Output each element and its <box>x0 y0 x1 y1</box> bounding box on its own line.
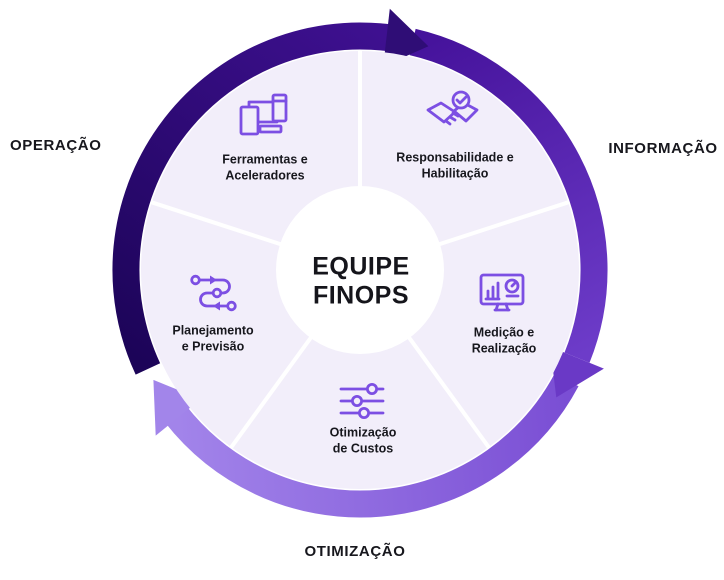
arrowhead-bottom-left-icon <box>153 379 201 436</box>
route-icon <box>190 274 237 312</box>
outer-label-informacao: INFORMAÇÃO <box>608 140 718 157</box>
segment-label-line: e Previsão <box>181 339 245 353</box>
segment-label-line: Otimização <box>329 425 397 440</box>
arrowhead-bottom-right-icon <box>550 346 604 398</box>
segment-label-line: Medição e <box>473 325 535 340</box>
devices-icon <box>239 93 288 136</box>
arc-operacao <box>112 22 391 375</box>
segment-label-otimizacao: Otimização de Custos <box>283 425 443 457</box>
segment-label-line: Habilitação <box>421 166 489 180</box>
segment-label-line: Ferramentas e <box>222 152 308 167</box>
segment-label-line: de Custos <box>332 441 394 455</box>
outer-label-otimizacao: OTIMIZAÇÃO <box>304 543 406 560</box>
arc-otimizacao <box>164 373 579 518</box>
center-title-line1: EQUIPE <box>312 252 410 281</box>
segment-label-line: Planejamento <box>172 323 254 338</box>
segment-label-line: Aceleradores <box>225 168 305 182</box>
arc-informacao <box>409 28 608 363</box>
segment-label-responsabilidade: Responsabilidade e Habilitação <box>375 150 535 182</box>
segment-label-medicao: Medição e Realização <box>424 325 584 357</box>
segment-label-planejamento: Planejamento e Previsão <box>133 323 293 355</box>
outer-label-operacao: OPERAÇÃO <box>10 137 102 154</box>
segment-label-line: Realização <box>471 341 537 355</box>
segment-label-ferramentas: Ferramentas e Aceleradores <box>185 152 345 184</box>
center-title-line2: FINOPS <box>312 281 410 309</box>
segment-label-line: Responsabilidade e <box>396 150 514 165</box>
handshake-check-icon <box>426 90 479 126</box>
sliders-icon <box>339 382 385 419</box>
monitor-chart-icon <box>479 273 525 312</box>
arrowhead-top-icon <box>383 8 429 67</box>
page-title: EQUIPE FINOPS <box>312 252 409 310</box>
center-circle <box>276 186 444 354</box>
